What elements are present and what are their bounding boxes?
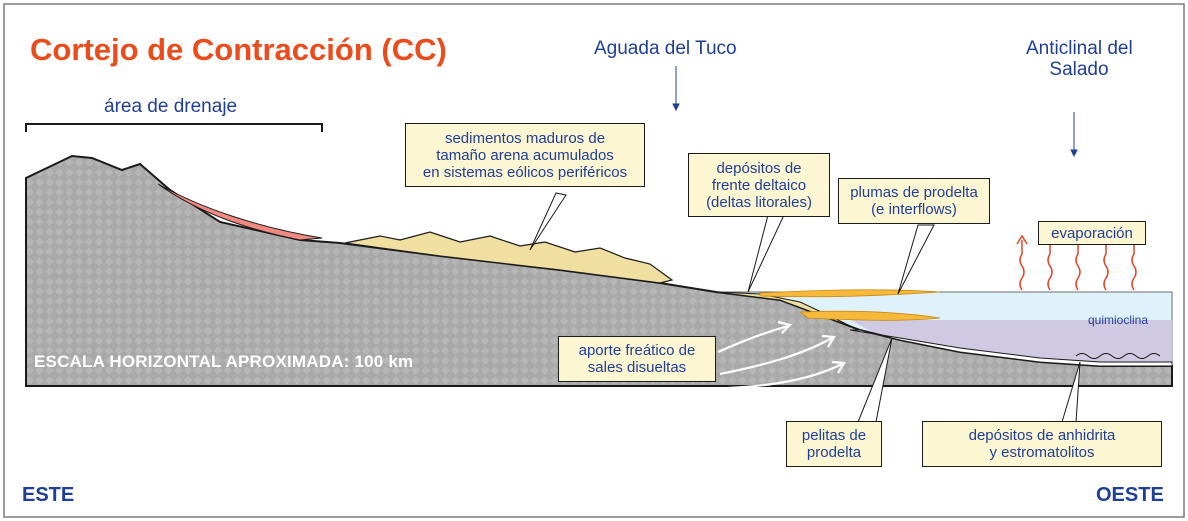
diagram-title: Cortejo de Contracción (CC): [30, 32, 447, 67]
callout-line: en sistemas eólicos periféricos: [422, 163, 628, 181]
callout-line: sales disueltas: [587, 359, 687, 376]
horizontal-scale-note: ESCALA HORIZONTAL APROXIMADA: 100 km: [34, 352, 414, 371]
anhydrite-band: [849, 329, 1173, 367]
callout-line: (e interflows): [871, 201, 957, 218]
callout-depositos-frente-deltaico: depósitos de frente deltaico (deltas lit…: [688, 153, 830, 217]
callout-line: frente deltaico: [711, 176, 807, 194]
callout-line: plumas de prodelta: [850, 184, 978, 201]
location-aguada-del-tuco: Aguada del Tuco: [594, 38, 737, 59]
callout-anhidrita-estromatolitos: depósitos de anhidrita y estromatolitos: [922, 421, 1162, 467]
direction-oeste: OESTE: [1096, 484, 1164, 506]
callout-line: evaporación: [1051, 224, 1133, 242]
callout-line: depósitos de: [716, 159, 802, 177]
groundwater-arrows: [717, 320, 846, 390]
chemocline-waves: [1075, 353, 1161, 359]
callout-line: sedimentos maduros de: [444, 129, 606, 147]
location-anticlinal-del-salado: Anticlinal del Salado: [1026, 38, 1133, 80]
anticlinal-line-2: Salado: [1049, 59, 1109, 80]
callout-evaporacion: evaporación: [1038, 221, 1146, 245]
callout-sedimentos-eolicos: sedimentos maduros de tamaño arena acumu…: [405, 123, 645, 187]
callout-line: y estromatolitos: [989, 444, 1095, 461]
callout-line: aporte freático de: [578, 342, 696, 359]
callout-line: tamaño arena acumulados: [436, 146, 614, 164]
quimioclina-label: quimioclina: [1088, 313, 1149, 327]
callout-line: depósitos de anhidrita: [968, 427, 1116, 444]
prodelta-plume-upper: [759, 289, 941, 298]
callout-aporte-freatico: aporte freático de sales disueltas: [558, 336, 716, 382]
aeolian-dunes: [344, 231, 674, 284]
callout-line: (deltas litorales): [706, 193, 812, 211]
callout-line: pelitas de: [801, 427, 867, 444]
callout-pointers: [529, 192, 1081, 423]
frame: [3, 3, 1185, 518]
prodelta-plume-lower: [798, 310, 941, 321]
callout-plumas-de-prodelta: plumas de prodelta (e interflows): [838, 178, 990, 224]
callout-line: prodelta: [806, 444, 862, 461]
red-slope-deposit: [157, 183, 323, 241]
location-arrows: [672, 66, 1078, 158]
drainage-bracket: [25, 123, 323, 132]
drainage-area-label: área de drenaje: [104, 96, 238, 117]
deep-water-layer: [850, 320, 1172, 368]
direction-este: ESTE: [22, 484, 75, 506]
callout-pelitas-de-prodelta: pelitas de prodelta: [786, 421, 882, 467]
anticlinal-line-1: Anticlinal del: [1026, 38, 1133, 59]
